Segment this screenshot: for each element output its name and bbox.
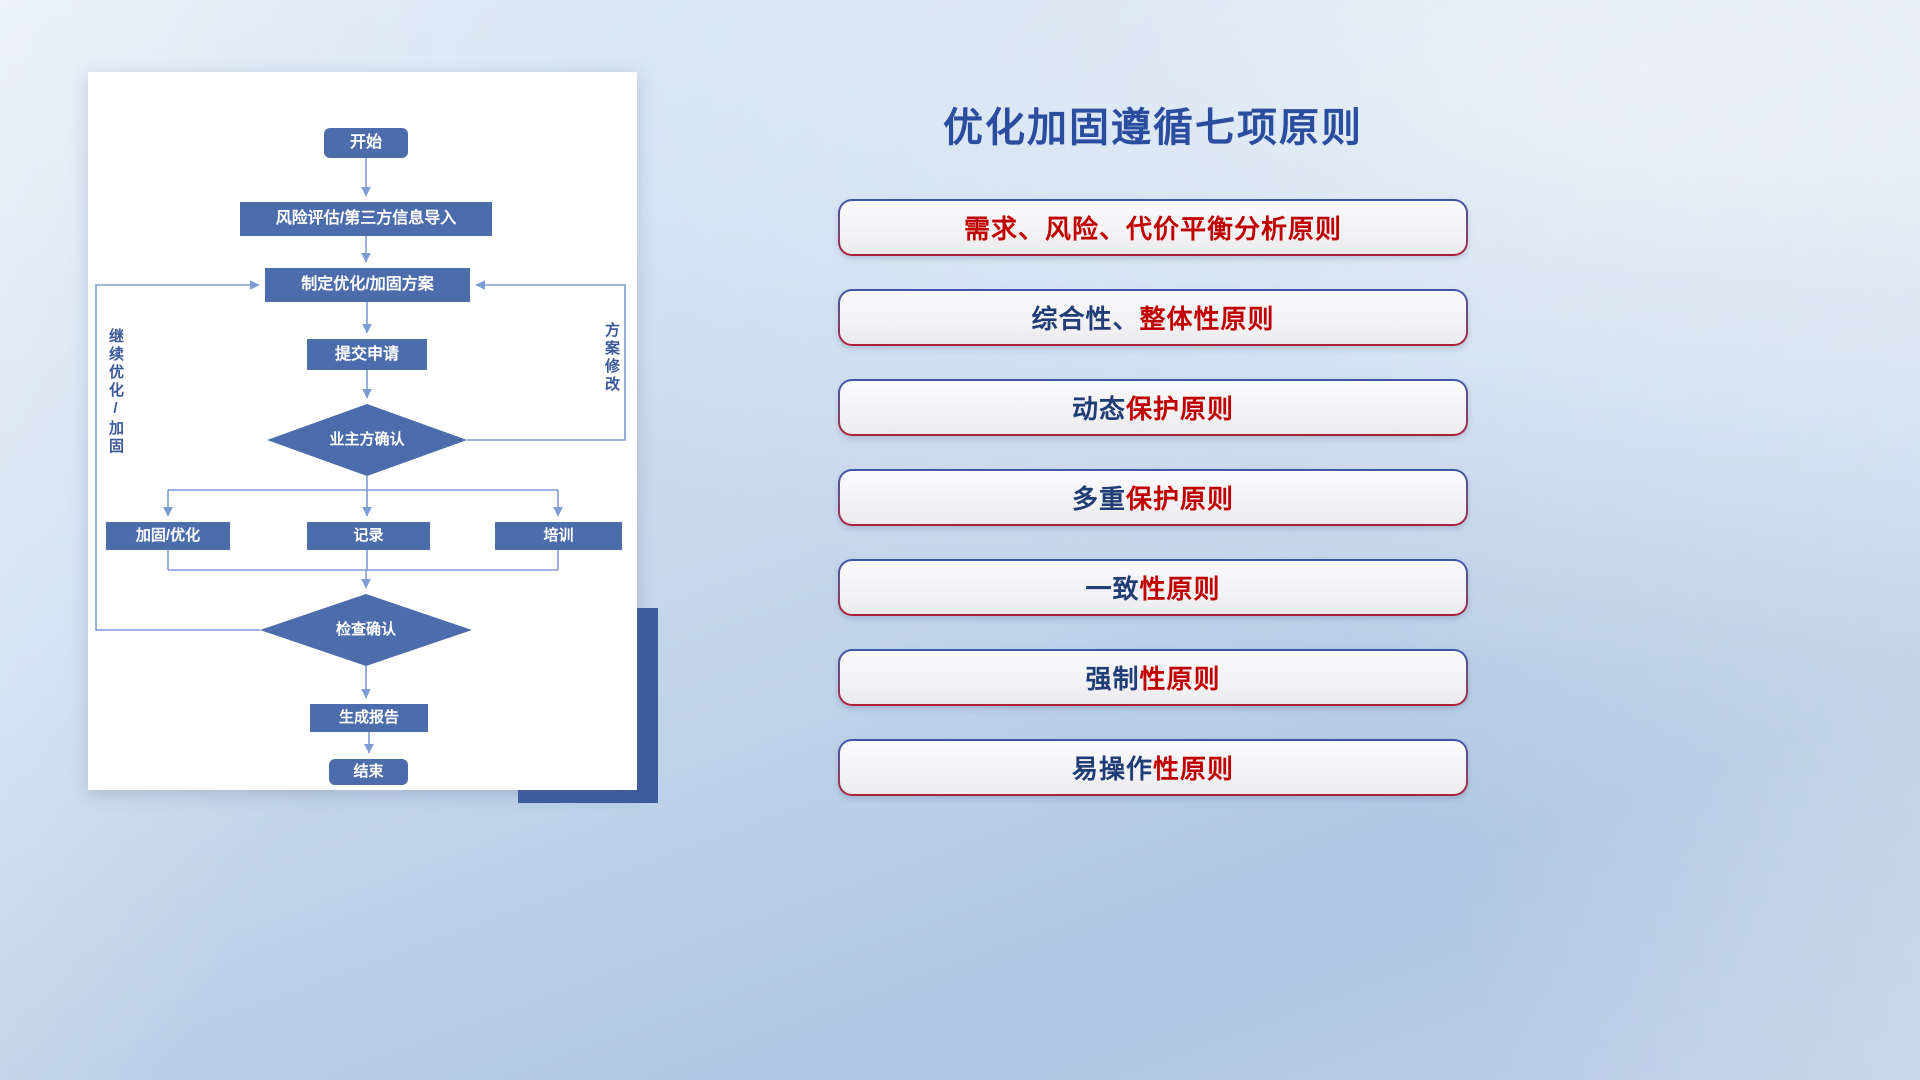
flow-node-end: 结束 xyxy=(329,759,408,785)
principle-5-suffix: 性原则 xyxy=(1139,574,1221,604)
flow-node-risk-import: 风险评估/第三方信息导入 xyxy=(240,202,492,236)
principle-item-5: 一致性原则 xyxy=(838,559,1468,616)
flow-node-training: 培训 xyxy=(495,522,622,550)
flow-node-submit: 提交申请 xyxy=(307,339,427,370)
principle-item-6-label: 强制性原则 xyxy=(840,651,1466,704)
principle-item-3-label: 动态保护原则 xyxy=(840,381,1466,434)
flowchart-card: 开始 风险评估/第三方信息导入 制定优化/加固方案 提交申请 业主方确认 加固/… xyxy=(88,72,637,790)
principle-1-suffix: 需求、风险、代价平衡分析原则 xyxy=(963,214,1342,244)
principle-item-4: 多重保护原则 xyxy=(838,469,1468,526)
flowchart-connectors xyxy=(95,158,626,754)
principle-item-4-label: 多重保护原则 xyxy=(840,471,1466,524)
principle-5-prefix: 一致 xyxy=(1085,574,1140,604)
principle-3-suffix: 保护原则 xyxy=(1126,394,1235,424)
flow-node-start: 开始 xyxy=(324,128,408,158)
principle-item-7-label: 易操作性原则 xyxy=(840,741,1466,794)
flow-node-reinforce: 加固/优化 xyxy=(106,522,230,550)
principle-7-suffix: 性原则 xyxy=(1153,754,1235,784)
principle-6-suffix: 性原则 xyxy=(1139,664,1221,694)
principle-item-1-label: 需求、风险、代价平衡分析原则 xyxy=(840,201,1466,254)
principle-item-2-label: 综合性、整体性原则 xyxy=(840,291,1466,344)
principle-7-prefix: 易操作 xyxy=(1071,754,1153,784)
principle-3-prefix: 动态 xyxy=(1071,394,1126,424)
principle-item-7: 易操作性原则 xyxy=(838,739,1468,796)
principles-list: 需求、风险、代价平衡分析原则 综合性、整体性原则 动态保护原则 多重保护原则 xyxy=(838,199,1468,796)
flow-node-make-plan: 制定优化/加固方案 xyxy=(265,268,470,302)
principle-4-prefix: 多重 xyxy=(1071,484,1126,514)
principle-item-1: 需求、风险、代价平衡分析原则 xyxy=(838,199,1468,256)
page-title: 优化加固遵循七项原则 xyxy=(943,106,1363,150)
principle-item-3: 动态保护原则 xyxy=(838,379,1468,436)
flow-label-plan-modify: 方案修改 xyxy=(603,322,620,394)
principle-2-suffix: 整体性原则 xyxy=(1139,304,1275,334)
principle-item-5-label: 一致性原则 xyxy=(840,561,1466,614)
principle-item-6: 强制性原则 xyxy=(838,649,1468,706)
principle-2-prefix: 综合性、 xyxy=(1031,304,1140,334)
principles-panel: 优化加固遵循七项原则 需求、风险、代价平衡分析原则 综合性、整体性原则 动态保护… xyxy=(838,0,1468,1080)
principle-4-suffix: 保护原则 xyxy=(1126,484,1235,514)
flow-label-continue-optimize: 继续优化/加固 xyxy=(107,328,124,456)
principle-6-prefix: 强制 xyxy=(1085,664,1140,694)
flowchart-canvas: 开始 风险评估/第三方信息导入 制定优化/加固方案 提交申请 业主方确认 加固/… xyxy=(88,72,637,790)
flow-node-record: 记录 xyxy=(307,522,430,550)
flow-node-report: 生成报告 xyxy=(310,704,428,732)
principle-item-2: 综合性、整体性原则 xyxy=(838,289,1468,346)
